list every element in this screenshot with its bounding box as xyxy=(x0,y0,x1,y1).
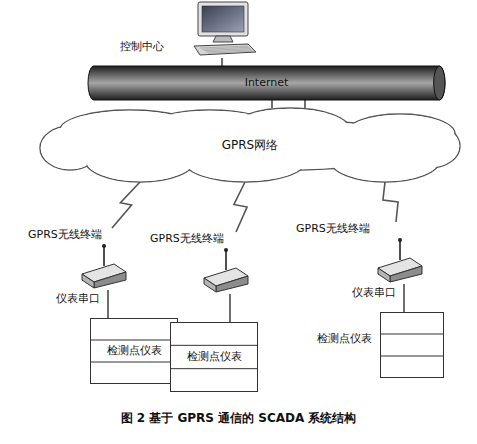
connection-line xyxy=(271,100,272,108)
wireless-terminal: GPRS无线终端仪表串口 xyxy=(28,228,128,290)
internet-pipe xyxy=(88,66,445,100)
keyboard xyxy=(194,44,256,55)
pipe-end xyxy=(434,66,445,100)
wireless-terminal: GPRS无线终端 xyxy=(150,232,250,294)
keyboard-row xyxy=(208,51,254,53)
instrument-divider xyxy=(90,362,178,363)
port-label: 仪表串口 xyxy=(56,292,100,306)
port-label: 仪表串口 xyxy=(352,286,396,300)
wireless-link xyxy=(112,182,140,228)
connection-line xyxy=(107,290,108,318)
connection-line xyxy=(221,58,222,66)
instrument-outline xyxy=(171,323,258,392)
antenna-tip xyxy=(224,248,228,252)
terminal-side xyxy=(204,278,216,292)
control-center: 控制中心 xyxy=(120,0,260,58)
wireless-link xyxy=(234,182,247,232)
wireless-terminal: GPRS无线终端仪表串口 xyxy=(296,222,426,284)
cloud-fill xyxy=(151,111,270,142)
instrument-box: 检测点仪表 xyxy=(90,318,178,384)
connection-line xyxy=(229,294,230,322)
instrument-divider xyxy=(380,356,444,357)
cloud-fill xyxy=(86,139,195,182)
instrument-divider xyxy=(170,345,258,346)
instrument-label: 检测点仪表 xyxy=(317,332,372,346)
network-cloud: GPRS网络 xyxy=(40,108,460,182)
terminal-front xyxy=(216,276,248,292)
monitor xyxy=(198,2,248,36)
node-label: GPRS网络 xyxy=(40,108,460,182)
instrument-box: 检测点仪表 xyxy=(380,312,444,378)
instrument-outline xyxy=(91,319,178,384)
terminal-front xyxy=(390,266,422,282)
terminal-label: GPRS无线终端 xyxy=(296,222,370,236)
connection-line xyxy=(304,100,305,108)
monitor-screen xyxy=(202,6,244,32)
node-label: 控制中心 xyxy=(120,40,164,54)
instrument-divider xyxy=(170,368,258,369)
antenna xyxy=(225,250,227,270)
internet-band: Internet xyxy=(88,66,445,100)
antenna xyxy=(399,240,401,260)
wireless-link xyxy=(383,182,398,222)
antenna xyxy=(103,246,105,266)
node-label: Internet xyxy=(88,66,445,100)
terminal-front xyxy=(94,272,126,288)
terminal-label: GPRS无线终端 xyxy=(150,232,224,246)
terminal-label: GPRS无线终端 xyxy=(28,228,102,242)
terminal-side xyxy=(378,268,390,282)
connection-line xyxy=(403,284,404,312)
cloud-fill xyxy=(41,127,100,170)
cloud-fill xyxy=(401,125,460,168)
instrument-outline xyxy=(381,313,444,378)
figure-caption: 图 2 基于 GPRS 通信的 SCADA 系统结构 xyxy=(0,410,477,427)
monitor-stand xyxy=(213,36,233,42)
antenna-tip xyxy=(102,244,106,248)
instrument-divider xyxy=(90,340,178,341)
instrument-box: 检测点仪表 xyxy=(170,322,258,392)
antenna-tip xyxy=(398,238,402,242)
instrument-label: 检测点仪表 xyxy=(90,344,178,358)
terminal-side xyxy=(82,274,94,288)
instrument-label: 检测点仪表 xyxy=(170,350,258,364)
instrument-divider xyxy=(380,334,444,335)
meter-figure xyxy=(380,312,444,378)
